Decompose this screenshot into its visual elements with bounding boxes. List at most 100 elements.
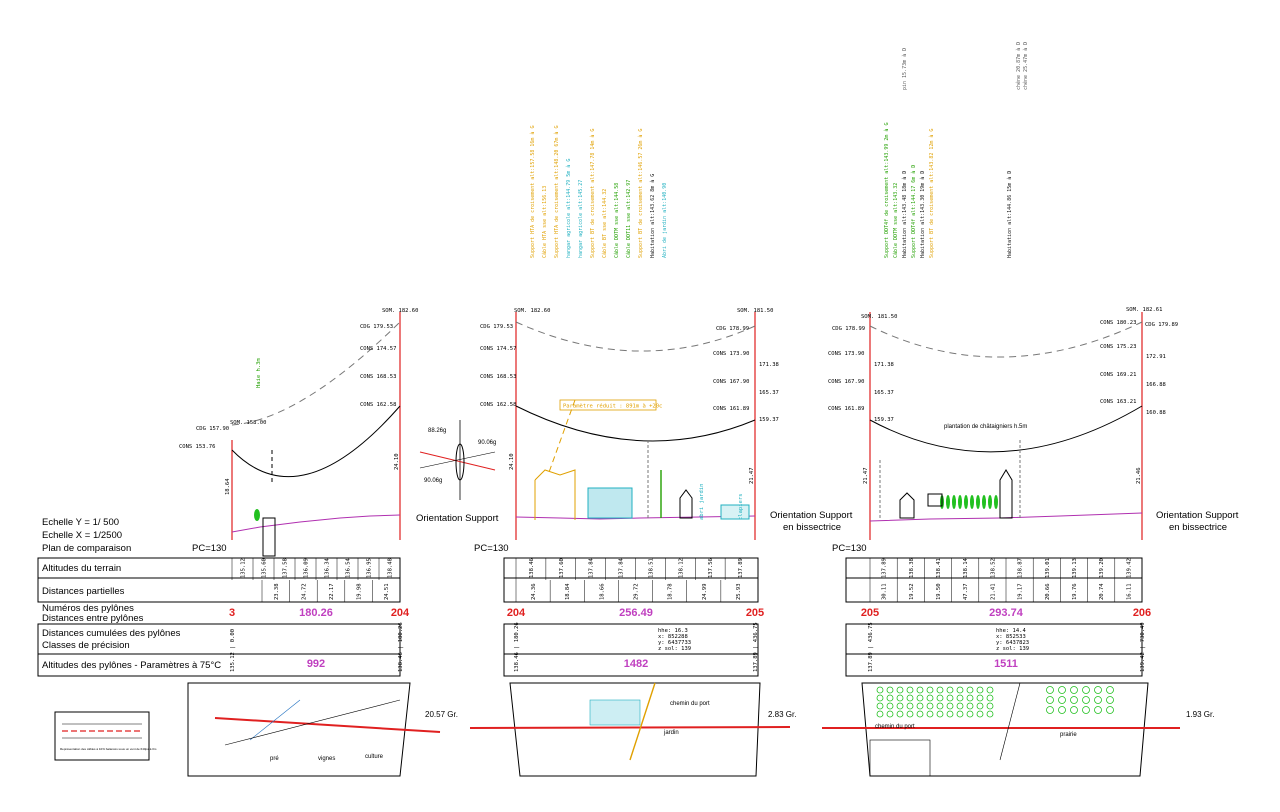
chestnut-tree bbox=[994, 495, 998, 509]
map-tree bbox=[926, 702, 934, 710]
map-tree bbox=[896, 702, 904, 710]
map-tree bbox=[1070, 706, 1078, 714]
scale-x: Echelle X = 1/2500 bbox=[42, 530, 122, 541]
pc-label: PC=130 bbox=[192, 543, 227, 554]
house bbox=[679, 489, 693, 519]
start-val-2: 165.37 bbox=[874, 390, 894, 396]
angle-label: 20.57 Gr. bbox=[425, 710, 458, 719]
map-vegetation bbox=[876, 686, 1114, 718]
map-road bbox=[629, 682, 656, 761]
partial-cell: 19.76 bbox=[1072, 583, 1078, 600]
cumul-right: 137.89 | 436.75 bbox=[753, 622, 759, 672]
shed-label-1: abri jardin bbox=[699, 484, 705, 520]
partial-cell: 47.37 bbox=[963, 583, 969, 600]
partial-cell: 18.78 bbox=[668, 583, 674, 600]
map-road bbox=[999, 682, 1021, 761]
annotation-text: Habitation alt:143.30 19m à D bbox=[919, 171, 926, 258]
pylon-number-end: 205 bbox=[746, 607, 764, 619]
map-tree bbox=[876, 710, 884, 718]
end-som: SOM. 182.60 bbox=[382, 308, 418, 314]
pylon-number-end: 206 bbox=[1133, 607, 1151, 619]
end-cons-2: CONS 167.90 bbox=[713, 379, 749, 385]
map-tree bbox=[926, 686, 934, 694]
altitude-cell: 139.13 bbox=[1072, 558, 1078, 578]
cumul-left: 138.46 | 180.26 bbox=[514, 622, 520, 672]
angle-a: 88.26g bbox=[428, 428, 446, 434]
legend-title: Représentation des câbles à 10% balancés… bbox=[60, 747, 157, 751]
map-tree bbox=[986, 686, 994, 694]
sag-curve bbox=[869, 321, 1143, 358]
map-tree bbox=[896, 686, 904, 694]
pc-label: PC=130 bbox=[832, 543, 867, 554]
ground-profile bbox=[231, 514, 401, 533]
orientation-rose: 88.26g 90.06g 90.06g bbox=[419, 420, 496, 500]
map-tree bbox=[906, 694, 914, 702]
start-som: SOM. 158.00 bbox=[230, 420, 266, 426]
map-note: culture bbox=[365, 754, 384, 760]
hta-cable bbox=[547, 399, 576, 476]
altitude-cell: 138.14 bbox=[963, 557, 969, 578]
altitude-cell: 139.01 bbox=[1045, 558, 1051, 578]
end-cons-3: CONS 162.58 bbox=[360, 402, 396, 408]
annotation-text: hangar agricole alt:144.79 5m à G bbox=[565, 159, 572, 258]
coords: hhe: 14.4 x: 852533 y: 6437823 z sol: 13… bbox=[996, 628, 1029, 652]
altitude-cell: 137.89 bbox=[738, 558, 744, 578]
map-tree bbox=[876, 702, 884, 710]
map-tree bbox=[916, 694, 924, 702]
map-tree bbox=[886, 710, 894, 718]
coord-z: z sol: 139 bbox=[996, 646, 1029, 652]
altitude-cell: 136.95 bbox=[367, 558, 373, 578]
map-tree bbox=[1046, 706, 1054, 714]
map-road bbox=[224, 699, 401, 746]
scale-y: Echelle Y = 1/ 500 bbox=[42, 517, 119, 528]
row-altitudes: Altitudes du terrain bbox=[42, 563, 121, 574]
cumul-left: 135.12 | 0.00 bbox=[230, 629, 236, 672]
map-tree bbox=[1058, 686, 1066, 694]
start-cons-1: CONS 173.90 bbox=[828, 351, 864, 357]
partial-cell: 18.66 bbox=[599, 583, 605, 600]
legend-box: Représentation des câbles à 10% balancés… bbox=[54, 711, 157, 761]
map-tree bbox=[986, 702, 994, 710]
map-tree bbox=[876, 694, 884, 702]
map-tree bbox=[1070, 696, 1078, 704]
map-tree bbox=[976, 686, 984, 694]
map-tree bbox=[906, 686, 914, 694]
obstacle-label: Haie h.3m bbox=[256, 358, 262, 388]
start-som: SOM. 182.60 bbox=[514, 308, 550, 314]
map-tree bbox=[966, 710, 974, 718]
start-cons-3: CONS 162.58 bbox=[480, 402, 516, 408]
map-frame bbox=[509, 682, 761, 777]
map-tree bbox=[966, 694, 974, 702]
map-tree bbox=[976, 694, 984, 702]
altitude-cell: 138.52 bbox=[990, 558, 996, 578]
path-symbol bbox=[262, 517, 276, 557]
map-tree bbox=[896, 694, 904, 702]
param-value: 1511 bbox=[994, 658, 1018, 670]
partial-cell: 16.11 bbox=[1126, 583, 1132, 600]
start-cons-2: CONS 168.53 bbox=[480, 374, 516, 380]
map-tree bbox=[926, 694, 934, 702]
hangar bbox=[587, 487, 633, 519]
map-tree bbox=[1106, 706, 1114, 714]
shed-label-2: clapiers bbox=[738, 494, 744, 521]
ground-profile bbox=[515, 515, 756, 520]
map-tree bbox=[1082, 696, 1090, 704]
coord-x: x: 852533 bbox=[996, 634, 1026, 640]
altitude-cell: 137.84 bbox=[619, 557, 625, 578]
partial-cell: 24.72 bbox=[301, 583, 307, 600]
param-value: 1482 bbox=[624, 658, 648, 670]
start-cons: CONS 153.76 bbox=[179, 444, 215, 450]
annotation-text: Câble DDTM sse alt:144.58 bbox=[613, 183, 620, 258]
map-tree bbox=[916, 702, 924, 710]
end-cdg: CDG 179.53 bbox=[360, 324, 393, 330]
annotation-text: hangar agricole alt:145.27 bbox=[578, 180, 584, 258]
partial-cell: 18.84 bbox=[565, 583, 571, 600]
height-left: 21.47 bbox=[863, 467, 869, 484]
map-road bbox=[249, 699, 301, 741]
partial-cell: 24.51 bbox=[384, 583, 390, 600]
chestnut-tree bbox=[952, 495, 956, 509]
plan-label: Plan de comparaison bbox=[42, 543, 131, 554]
altitude-cell: 138.46 bbox=[529, 558, 535, 578]
obstacle-label: plantation de châtaigniers h.5m bbox=[944, 424, 1027, 430]
